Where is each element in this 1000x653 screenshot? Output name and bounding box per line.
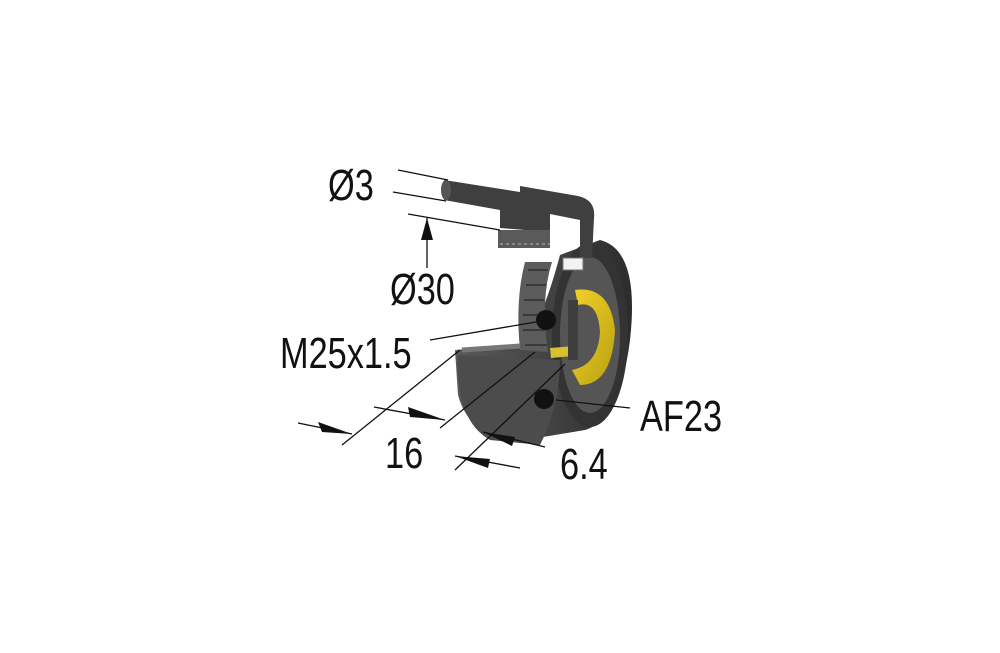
thread-marker [536,310,556,330]
flange-label: 6.4 [560,440,608,489]
wrench-size-label: AF23 [640,392,723,441]
yellow-insert [550,289,615,385]
cable-outlet [441,180,595,271]
wrench-marker [534,389,554,409]
dimension-arrows [318,218,515,468]
length-label: 16 [385,429,424,478]
outer-diameter-label: Ø30 [390,265,455,314]
thread-label: M25x1.5 [280,329,412,378]
cable-diameter-label: Ø3 [328,161,374,210]
